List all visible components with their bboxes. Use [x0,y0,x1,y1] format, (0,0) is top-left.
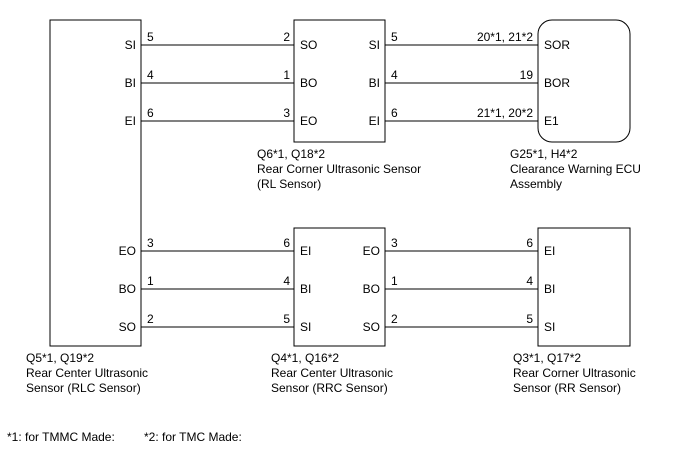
terminal-number: 5 [283,312,290,326]
terminal-number: 4 [526,274,533,288]
rlc-sensor-caption: Q5*1, Q19*2 Rear Center Ultrasonic Senso… [26,351,148,395]
terminal-number: 1 [147,274,154,288]
rlc-pin-ei: EI [125,114,136,128]
rr-pin-bi: BI [544,282,555,296]
rrc-pin-bo: BO [363,282,380,296]
rlc-caption-name: Rear Center Ultrasonic [26,366,148,380]
rrc-caption-code: Q4*1, Q16*2 [271,351,339,365]
rrc-caption-sub: Sensor (RRC Sensor) [271,381,388,395]
terminal-number: 4 [391,68,398,82]
rr-pin-ei: EI [544,244,555,258]
rrc-pin-eo: EO [363,244,380,258]
footnote-tmmc: *1: for TMMC Made: [7,430,115,444]
terminal-number: 2 [147,312,154,326]
rl-pin-ei: EI [369,114,380,128]
rl-pin-so: SO [300,38,317,52]
rlc-caption-code: Q5*1, Q19*2 [26,351,94,365]
ecu-pin-e1: E1 [544,114,559,128]
rr-caption-code: Q3*1, Q17*2 [513,351,581,365]
rlc-pin-bi: BI [125,76,136,90]
terminal-number: 1 [391,274,398,288]
rlc-pin-bo: BO [119,282,136,296]
terminal-number: 6 [283,236,290,250]
ecu-pin-sor: SOR [544,38,570,52]
rrc-pin-si: SI [300,320,311,334]
terminal-number: 20*1, 21*2 [477,30,533,44]
terminal-number: 5 [526,312,533,326]
terminal-number: 21*1, 20*2 [477,106,533,120]
rr-sensor-box [537,227,631,347]
ecu-caption-sub: Assembly [510,177,562,191]
rl-caption-sub: (RL Sensor) [257,177,321,191]
rl-pin-eo: EO [300,114,317,128]
rl-sensor-caption: Q6*1, Q18*2 Rear Corner Ultrasonic Senso… [257,147,421,191]
rr-sensor-caption: Q3*1, Q17*2 Rear Corner Ultrasonic Senso… [513,351,636,395]
rr-caption-sub: Sensor (RR Sensor) [513,381,621,395]
rrc-sensor-caption: Q4*1, Q16*2 Rear Center Ultrasonic Senso… [271,351,393,395]
rl-pin-bi: BI [369,76,380,90]
ecu-caption: G25*1, H4*2 Clearance Warning ECU Assemb… [510,147,641,191]
rl-caption-name: Rear Corner Ultrasonic Sensor [257,162,421,176]
rrc-pin-so: SO [363,320,380,334]
terminal-number: 3 [283,106,290,120]
rr-pin-si: SI [544,320,555,334]
rlc-sensor-box [49,19,142,347]
rrc-sensor-box [293,227,386,347]
terminal-number: 4 [147,68,154,82]
terminal-number: 6 [391,106,398,120]
terminal-number: 3 [147,236,154,250]
footnote-tmc: *2: for TMC Made: [144,430,242,444]
rlc-caption-sub: Sensor (RLC Sensor) [26,381,141,395]
terminal-number: 2 [391,312,398,326]
terminal-number: 1 [283,68,290,82]
rl-sensor-box [293,19,386,143]
terminal-number: 6 [526,236,533,250]
rl-pin-bo: BO [300,76,317,90]
rlc-pin-eo: EO [119,244,136,258]
terminal-number: 4 [283,274,290,288]
terminal-number: 5 [147,30,154,44]
rl-caption-code: Q6*1, Q18*2 [257,147,325,161]
terminal-number: 6 [147,106,154,120]
ecu-pin-bor: BOR [544,76,570,90]
rlc-pin-si: SI [125,38,136,52]
rlc-pin-so: SO [119,320,136,334]
ecu-box [537,19,631,143]
rrc-caption-name: Rear Center Ultrasonic [271,366,393,380]
rr-caption-name: Rear Corner Ultrasonic [513,366,636,380]
terminal-number: 3 [391,236,398,250]
terminal-number: 2 [283,30,290,44]
ecu-caption-name: Clearance Warning ECU [510,162,641,176]
rrc-pin-ei: EI [300,244,311,258]
ecu-caption-code: G25*1, H4*2 [510,147,578,161]
terminal-number: 5 [391,30,398,44]
rl-pin-si: SI [369,38,380,52]
terminal-number: 19 [520,68,534,82]
rrc-pin-bi: BI [300,282,311,296]
